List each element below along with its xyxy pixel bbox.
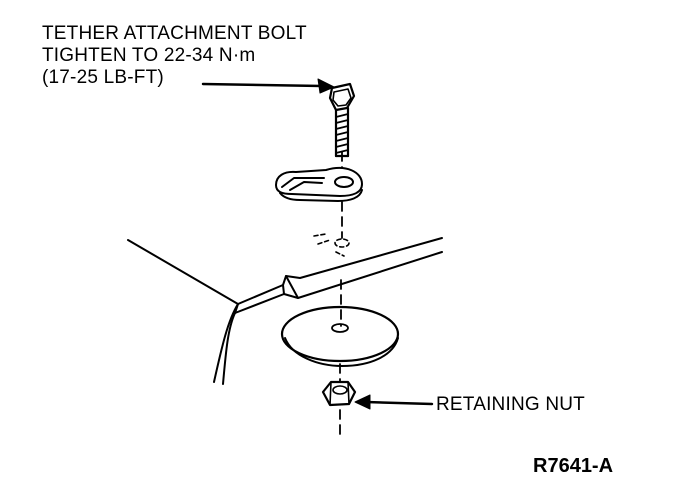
nut-callout-label: RETAINING NUT <box>436 394 585 415</box>
tether-attachment-bolt <box>328 82 356 158</box>
bolt-callout-line-2: TIGHTEN TO 22-34 N·m <box>42 45 256 66</box>
bolt-callout-label: TETHER ATTACHMENT BOLT TIGHTEN TO 22-34 … <box>42 23 307 89</box>
washer <box>280 305 400 367</box>
figure-id: R7641-A <box>533 455 614 477</box>
bolt-callout-line-1: TETHER ATTACHMENT BOLT <box>42 23 307 44</box>
bolt-leader-arrow <box>201 78 335 94</box>
seat-back-panel <box>127 237 443 385</box>
bolt-callout-line-3: (17-25 LB-FT) <box>42 67 164 88</box>
panel-hole <box>313 233 350 257</box>
retaining-nut <box>321 380 357 407</box>
tether-strap <box>275 166 363 202</box>
nut-leader-arrow <box>354 394 434 410</box>
